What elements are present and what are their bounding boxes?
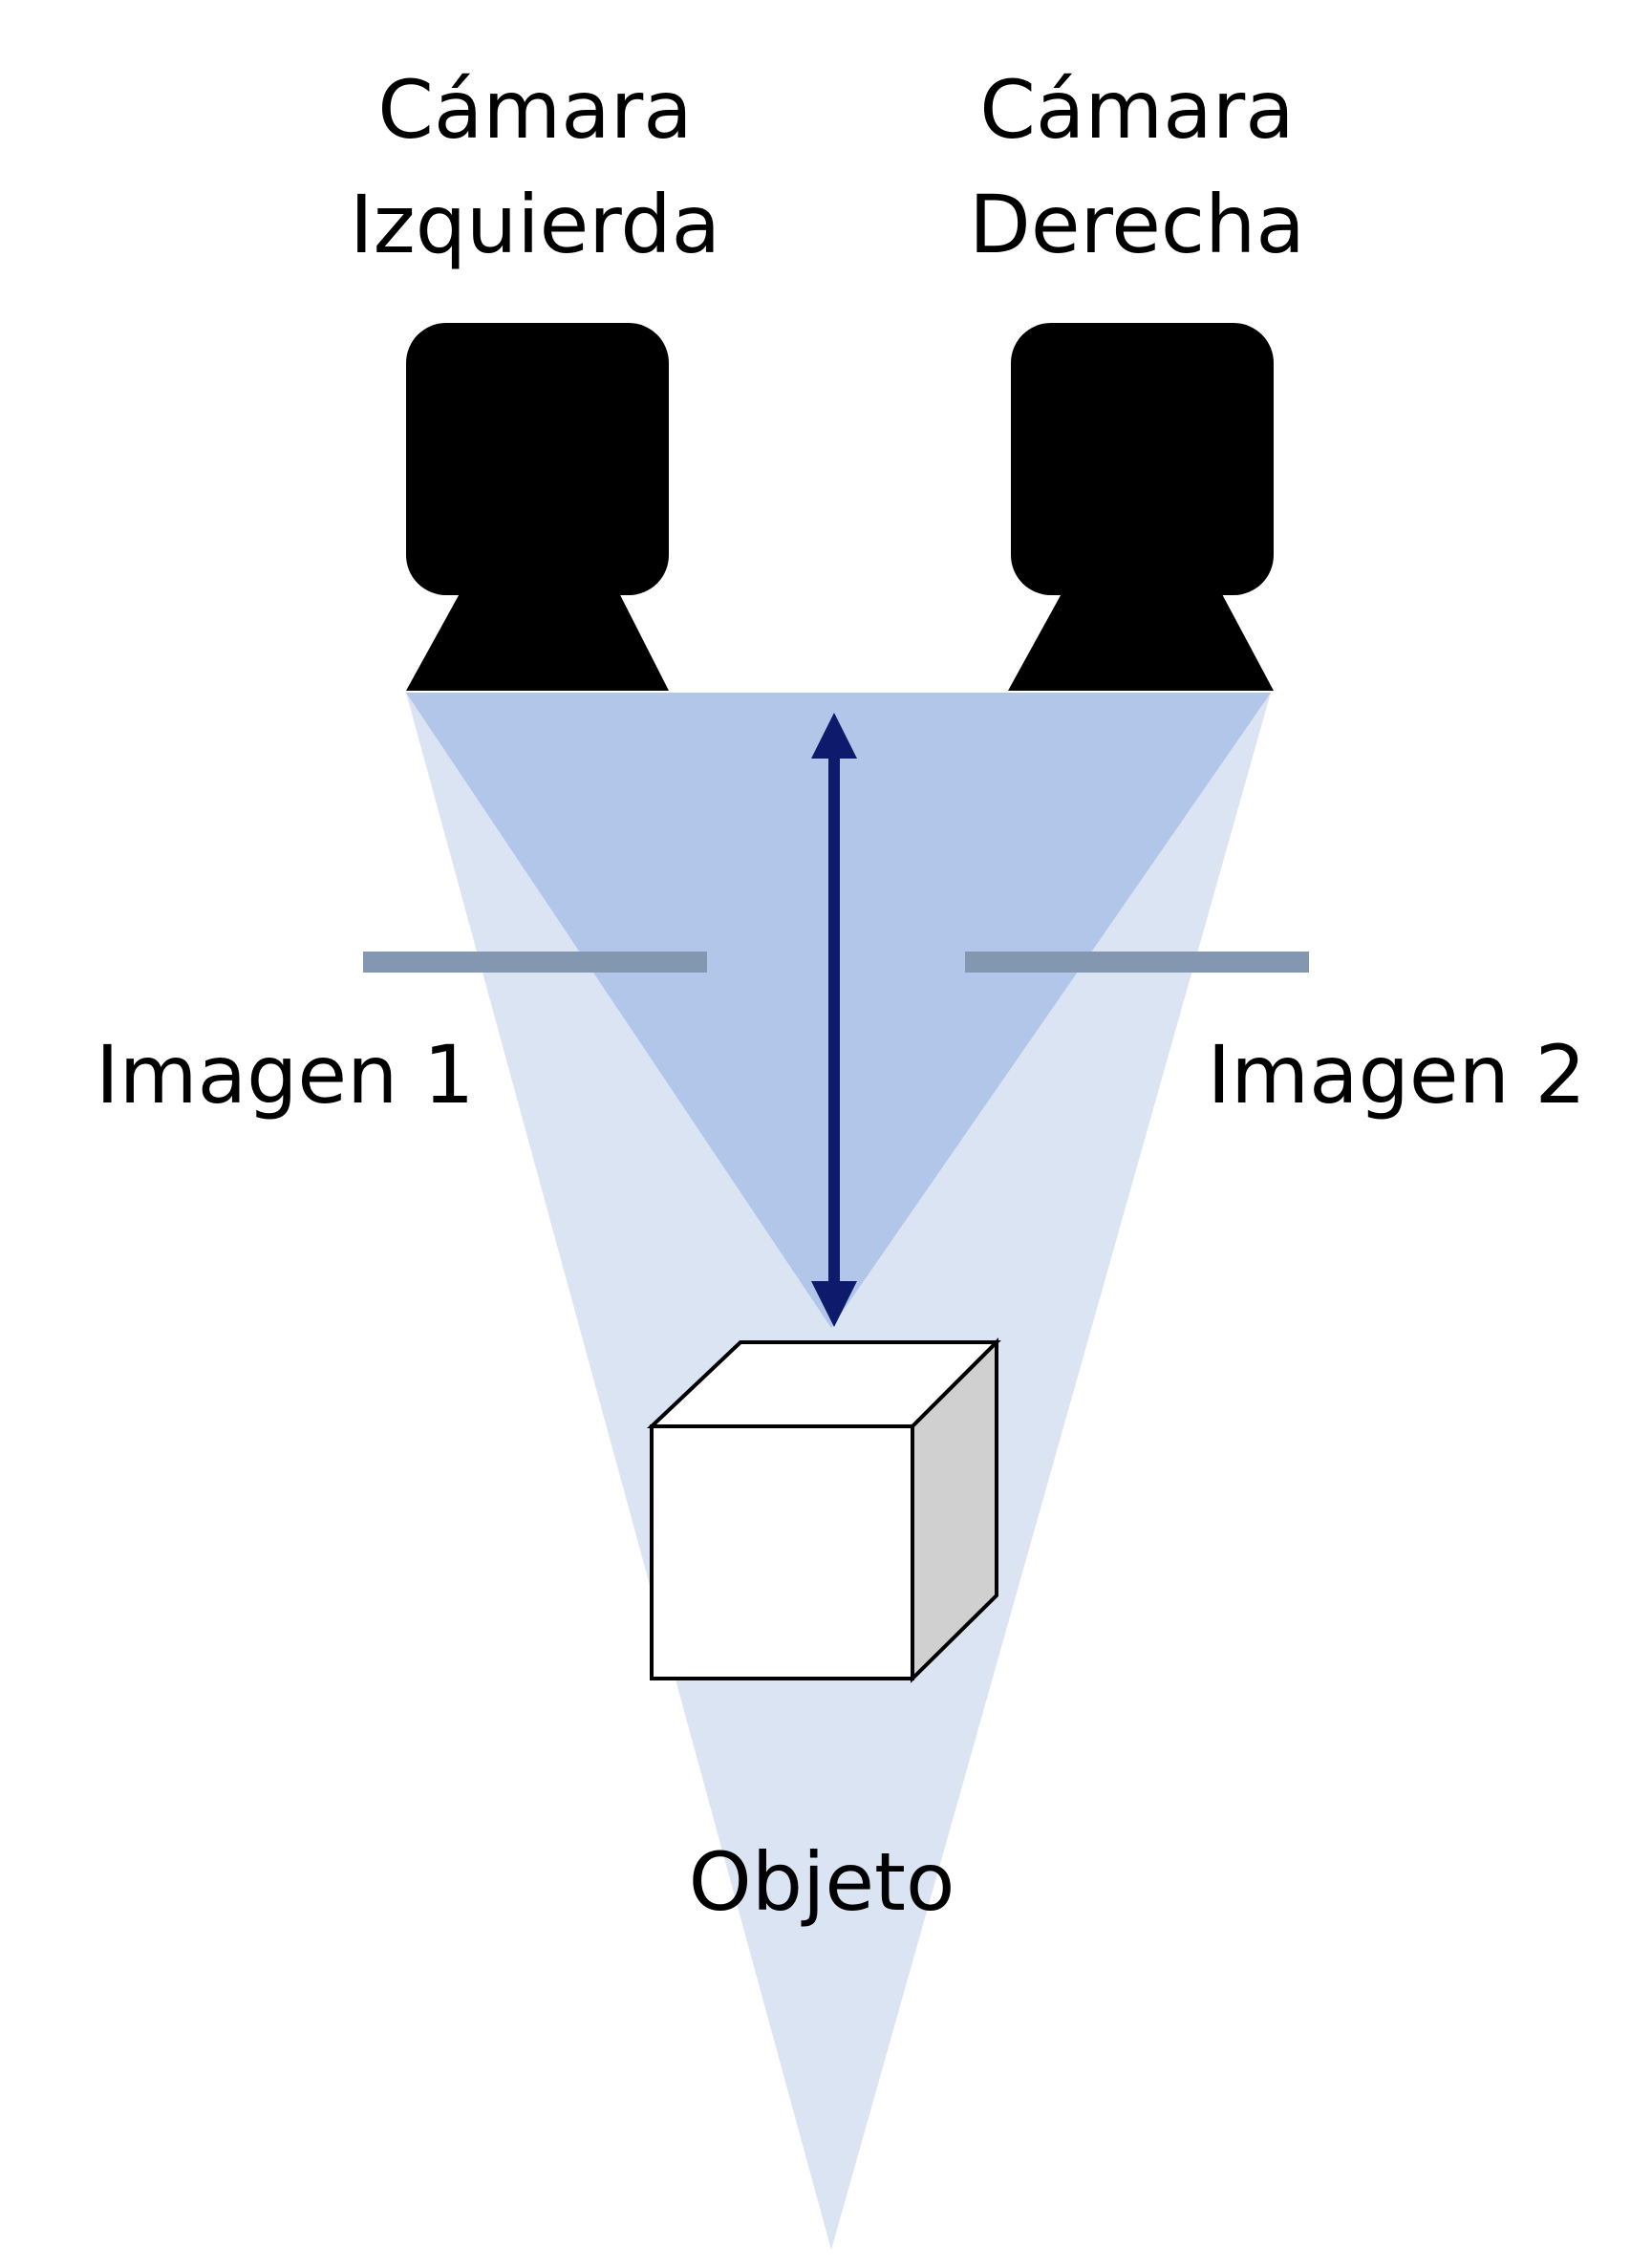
left-camera-icon	[406, 323, 669, 691]
image-plane-2	[965, 952, 1309, 973]
left-camera-label-line-2: Izquierda	[349, 178, 721, 271]
right-camera-label: Cámara Derecha	[879, 53, 1395, 282]
image-plane-1	[363, 952, 707, 973]
object-label: Objeto	[688, 1835, 955, 1929]
right-camera-label-line-1: Cámara	[979, 63, 1295, 157]
right-camera-icon	[1008, 323, 1274, 691]
image-1-label: Imagen 1	[96, 1028, 475, 1122]
object-cube	[646, 1337, 1001, 1683]
image-2-label: Imagen 2	[1207, 1028, 1586, 1122]
right-camera-label-line-2: Derecha	[969, 178, 1305, 271]
left-camera-label-line-1: Cámara	[377, 63, 693, 157]
left-camera-label: Cámara Izquierda	[287, 53, 783, 282]
